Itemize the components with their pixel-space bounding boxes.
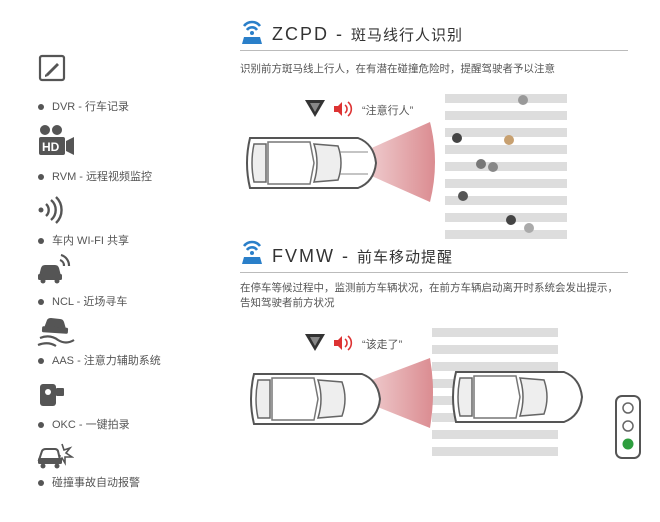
zebra-crossing bbox=[445, 94, 567, 239]
alert-sound-icon bbox=[334, 101, 353, 117]
fvmw-alert-text: “该走了” bbox=[362, 339, 403, 351]
fvmw-title: FVMW - 前车移动提醒 bbox=[272, 246, 453, 266]
pen-square-icon bbox=[38, 54, 66, 82]
car-top-view bbox=[246, 137, 378, 189]
car-signal-icon bbox=[38, 254, 71, 284]
zcpd-divider bbox=[240, 50, 628, 51]
camera-button-icon bbox=[40, 384, 64, 406]
front-car-top-view bbox=[452, 371, 584, 423]
crash-alert-icon bbox=[37, 443, 74, 469]
hd-camera-icon: HD bbox=[39, 125, 74, 155]
sidebar-item-aas: AAS - 注意力辅助系统 bbox=[38, 352, 161, 368]
sidebar-item-ncl: NCL - 近场寻车 bbox=[38, 293, 127, 309]
wifi-car-logo-icon bbox=[242, 240, 262, 264]
zcpd-description: 识别前方斑马线上行人，在有潜在碰撞危险时，提醒驾驶者予以注意 bbox=[240, 63, 555, 75]
fvmw-code: FVMW bbox=[272, 246, 335, 266]
sidebar-item-label: 车内 WI-FI 共享 bbox=[52, 235, 129, 247]
sidebar-item-label: OKC - 一键拍录 bbox=[52, 419, 130, 431]
fvmw-title-zh: 前车移动提醒 bbox=[356, 249, 453, 266]
warning-triangle-icon bbox=[305, 334, 325, 351]
car-top-view bbox=[250, 373, 382, 425]
sidebar-item-wifi: 车内 WI-FI 共享 bbox=[38, 232, 129, 248]
sidebar-item-label: DVR - 行车记录 bbox=[52, 101, 129, 113]
zcpd-code: ZCPD bbox=[272, 24, 329, 44]
traffic-light-icon bbox=[615, 395, 641, 459]
sidebar-item-crash-alert: 碰撞事故自动报警 bbox=[38, 474, 140, 490]
sensor-beam bbox=[340, 122, 435, 202]
sidebar-item-label: AAS - 注意力辅助系统 bbox=[52, 355, 161, 367]
zcpd-title-zh: 斑马线行人识别 bbox=[351, 27, 464, 44]
warning-triangle-icon bbox=[305, 100, 325, 117]
zcpd-alert-text: “注意行人” bbox=[362, 105, 414, 117]
pedestrian-icons bbox=[452, 95, 534, 233]
fvmw-divider bbox=[240, 272, 628, 273]
svg-text:HD: HD bbox=[42, 140, 60, 154]
wifi-waves-icon bbox=[38, 196, 63, 224]
sidebar-item-label: RVM - 远程视频监控 bbox=[52, 171, 153, 183]
fvmw-description: 在停车等候过程中，监测前方车辆状况，在前方车辆启动离开时系统会发出提示，告知驾驶… bbox=[240, 282, 618, 309]
sidebar-item-okc: OKC - 一键拍录 bbox=[38, 416, 130, 432]
sidebar-item-rvm: RVM - 远程视频监控 bbox=[38, 168, 152, 184]
sidebar-item-label: NCL - 近场寻车 bbox=[52, 296, 128, 308]
alert-sound-icon bbox=[334, 335, 353, 351]
wifi-car-logo-icon bbox=[242, 20, 262, 44]
zcpd-title: ZCPD - 斑马线行人识别 bbox=[272, 24, 464, 44]
sensor-beam bbox=[340, 358, 433, 428]
skidding-car-icon bbox=[37, 318, 75, 347]
sidebar-item-dvr: DVR - 行车记录 bbox=[38, 98, 129, 114]
sidebar-item-label: 碰撞事故自动报警 bbox=[52, 477, 140, 489]
